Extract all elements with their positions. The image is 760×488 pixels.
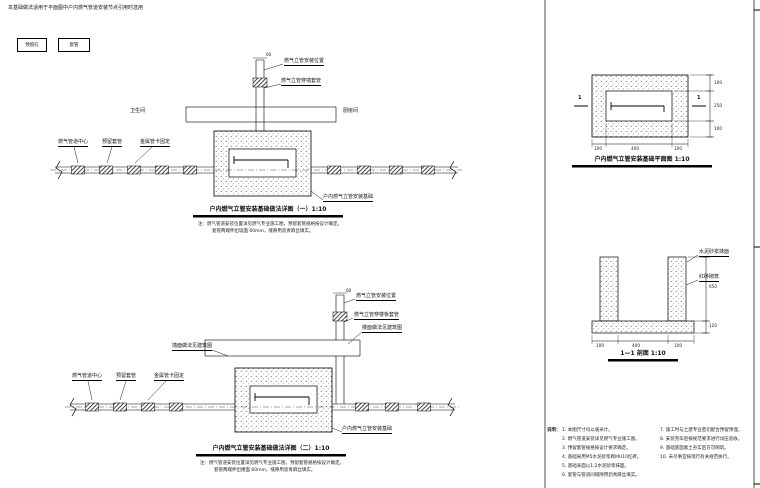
legend-box-2-label: 套管 xyxy=(69,43,79,48)
detail2-note-2: 套管两端伸出楼面 60mm，缝隙用沥青麻丝填实。 xyxy=(214,468,316,473)
detail2-leader-sleeve: 预留套管 xyxy=(116,373,137,382)
detail2-base-label: 户内燃气立管安装基础 xyxy=(342,426,393,435)
detail1-note-2: 套管两端伸出墙面 60mm，缝隙用沥青麻丝填实。 xyxy=(212,229,314,234)
plan-dim-bottom-1: 100 xyxy=(594,146,602,151)
detail1-room-right-label: 厨房间 xyxy=(343,108,359,114)
plan-section-mark-left: 1 xyxy=(578,95,582,101)
section-dim-bottom-2: 400 xyxy=(632,343,640,348)
detail2-leader-clamp: 金属管卡固定 xyxy=(154,373,185,382)
detail2-riser-dim: 60 xyxy=(346,288,352,293)
detail2-title: 户内燃气立管安装基础做法详图（二）1:10 xyxy=(196,445,346,455)
detail1-leader-sleeve: 预留套管 xyxy=(102,139,123,148)
section-geometry xyxy=(591,254,710,344)
plan-title: 户内燃气立管安装基础平面图 1:10 xyxy=(572,156,712,166)
plan-dim-bottom-3: 100 xyxy=(674,146,682,151)
detail2-note-1: 注：燃气管道安装位置详见燃气专业施工图，预留套管规格按设计确定。 xyxy=(200,461,344,466)
plan-dim-right-3: 100 xyxy=(714,126,722,131)
section-dim-right-2: 120 xyxy=(709,323,717,328)
notes-line-3: 3. 预留套管规格按设计要求确定。 xyxy=(562,446,631,451)
plan-dim-right-1: 100 xyxy=(714,80,722,85)
detail2-floor-finish-label: 楼面做法见建筑图 xyxy=(362,325,403,334)
plan-dim-right-2: 250 xyxy=(714,103,722,108)
section-dim-right-1: 650 xyxy=(709,284,717,289)
section-title: 1—1 剖面 1:10 xyxy=(608,350,678,360)
plan-dim-bottom-2: 400 xyxy=(631,146,639,151)
detail1-room-left-label: 卫生间 xyxy=(130,108,146,114)
detail1-geometry xyxy=(50,57,462,201)
detail2-wall-finish-label: 墙面做法见建筑图 xyxy=(172,343,213,352)
plan-section-mark-right: 1 xyxy=(697,95,701,101)
detail1-leader-pipe-center: 燃气管道中心 xyxy=(58,139,89,148)
sheet-frame xyxy=(544,0,760,488)
notes-line-8: 8. 安装完毕后按规范要求进行试压验收。 xyxy=(660,437,743,442)
detail1-riser-label-2: 燃气立管穿墙套管 xyxy=(281,78,322,87)
plan-geometry xyxy=(574,74,714,147)
notes-heading: 说明： xyxy=(547,428,561,433)
notes-line-6: 6. 套管与管道间缝隙用沥青麻丝填实。 xyxy=(562,473,640,478)
notes-line-2: 2. 燃气管道安装详见燃气专业施工图。 xyxy=(562,437,640,442)
detail2-riser-label-1: 燃气立管安装位置 xyxy=(356,293,397,302)
detail1-riser-label-1: 燃气立管安装位置 xyxy=(284,58,325,67)
legend-box-2: 套管 xyxy=(58,38,90,52)
detail1-title: 户内燃气立管安装基础做法详图（一）1:10 xyxy=(193,206,343,216)
sheet-note: 本基础做法适用于平面图中户内燃气管道安装节点引用时选用 xyxy=(8,5,144,11)
legend-box-1-label: 预留孔 xyxy=(25,43,39,48)
detail1-note-1: 注：燃气管道安装位置详见燃气专业施工图，预留套管规格按设计确定。 xyxy=(198,222,342,227)
section-brick-label: 红砖砌筑 xyxy=(699,274,720,283)
detail2-leader-pipe-center: 燃气管道中心 xyxy=(72,373,103,382)
section-dim-bottom-3: 100 xyxy=(674,343,682,348)
detail2-riser-label-2: 燃气立管穿楼板套管 xyxy=(354,312,400,321)
notes-line-1: 1. 本图尺寸均以毫米计。 xyxy=(562,428,613,433)
section-dim-bottom-1: 100 xyxy=(596,343,604,348)
detail2-geometry xyxy=(65,292,460,433)
notes-line-10: 10. 未尽事宜按现行有关规范执行。 xyxy=(660,455,732,460)
detail1-leader-clamp: 金属管卡固定 xyxy=(140,139,171,148)
notes-line-7: 7. 施工时与土建专业密切配合预留预埋。 xyxy=(660,428,743,433)
notes-line-9: 9. 基础底面素土夯实后方可砌筑。 xyxy=(660,446,729,451)
detail1-riser-dim: 60 xyxy=(266,52,272,57)
legend-box-1: 预留孔 xyxy=(17,38,47,52)
notes-line-4: 4. 基础采用M5水泥砂浆砌MU10红砖。 xyxy=(562,455,642,460)
detail1-base-label: 户内燃气立管安装基础 xyxy=(323,194,374,203)
section-render-label: 水泥砂浆抹面 xyxy=(699,249,730,258)
notes-line-5: 5. 基础表面以1:2水泥砂浆抹面。 xyxy=(562,464,629,469)
